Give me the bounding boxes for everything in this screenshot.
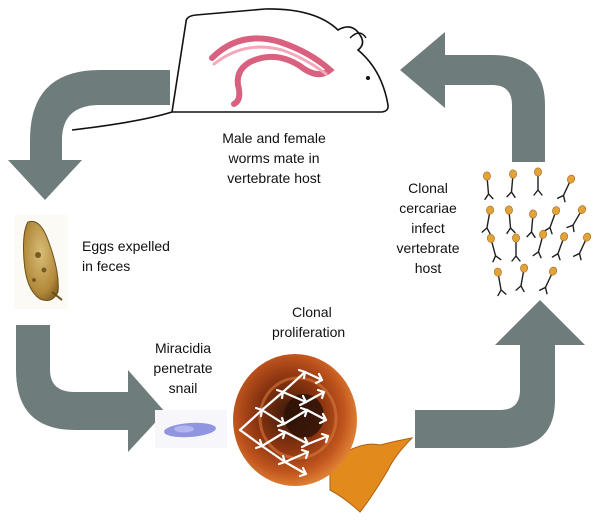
- arrow-snail-to-cercariae: [415, 300, 585, 448]
- cercaria: [511, 233, 521, 262]
- worm-male: [212, 45, 328, 76]
- label-proliferation-line-2: proliferation: [272, 324, 346, 340]
- snail-foot: [329, 437, 414, 513]
- mouse-ear: [349, 32, 367, 39]
- cercaria: [539, 266, 558, 295]
- label-miracidia-line-1: Miracidia: [154, 340, 211, 356]
- cercaria: [526, 209, 537, 239]
- label-miracidia-line-2: penetrate: [153, 360, 213, 376]
- cercaria: [505, 205, 516, 235]
- cercaria: [573, 232, 592, 261]
- label-miracidia-line-3: snail: [168, 380, 198, 396]
- label-cercariae-line-4: vertebrate: [396, 240, 460, 256]
- cercaria: [543, 206, 561, 235]
- arrow-cercariae-to-host: [400, 32, 545, 162]
- egg-image: [14, 215, 68, 309]
- label-proliferation: Clonal proliferation: [272, 302, 382, 342]
- cercaria: [551, 232, 569, 261]
- label-cercariae: Clonal cercariae infect vertebrate host: [388, 178, 468, 278]
- cercaria: [532, 229, 548, 259]
- label-host-line-2: worms mate in: [228, 150, 320, 166]
- arrow-eggs-to-miracidia: [16, 325, 165, 452]
- label-cercariae-line-1: Clonal: [408, 180, 448, 196]
- mouse-host-drawing: [71, 8, 389, 131]
- label-eggs: Eggs expelled in feces: [82, 236, 192, 276]
- cercariae-group: [481, 167, 592, 297]
- label-host-line-3: vertebrate host: [227, 170, 321, 186]
- mouse-tail: [71, 111, 173, 131]
- cercaria: [483, 171, 494, 201]
- cercaria: [515, 263, 529, 293]
- cercaria: [493, 267, 507, 297]
- cercaria: [533, 167, 543, 196]
- cercaria: [481, 205, 495, 235]
- cercaria: [486, 233, 502, 263]
- cercaria: [566, 205, 587, 233]
- label-cercariae-line-3: infect: [411, 220, 445, 236]
- label-cercariae-line-2: cercariae: [399, 200, 457, 216]
- arrow-host-to-eggs: [8, 70, 170, 200]
- worm-female: [209, 35, 335, 107]
- label-eggs-line-1: Eggs expelled: [82, 238, 170, 254]
- proliferation-arrows: [238, 368, 330, 478]
- miracidium-image: [155, 410, 227, 448]
- cycle-arrows: [8, 32, 585, 452]
- label-proliferation-line-1: Clonal: [292, 304, 332, 320]
- label-host-line-1: Male and female: [222, 130, 326, 146]
- label-cercariae-line-5: host: [414, 260, 442, 276]
- label-miracidia: Miracidia penetrate snail: [138, 338, 228, 398]
- label-host: Male and female worms mate in vertebrate…: [204, 128, 344, 188]
- cercaria: [506, 169, 517, 199]
- snail-image: [232, 340, 414, 516]
- cercaria: [557, 174, 576, 203]
- mouse-eye: [366, 76, 370, 80]
- label-eggs-line-2: in feces: [82, 258, 131, 274]
